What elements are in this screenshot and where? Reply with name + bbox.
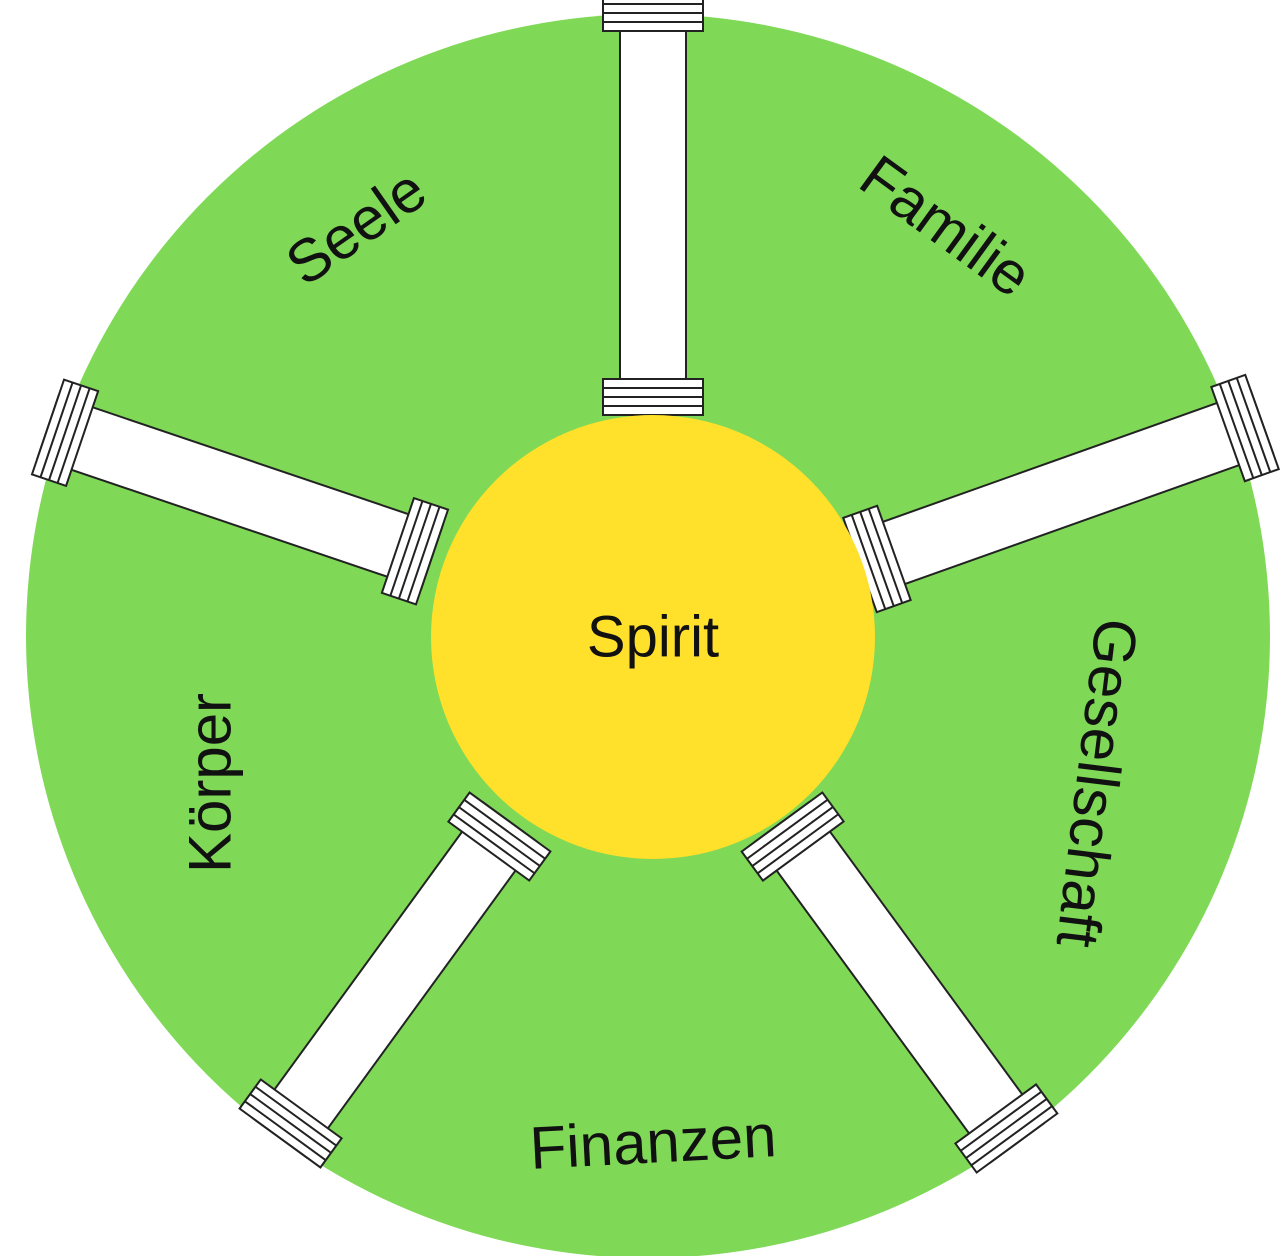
pillar-right — [841, 373, 1281, 614]
center-label: Spirit — [587, 605, 719, 670]
pillar-left — [30, 378, 450, 606]
pillars-group — [30, 0, 1281, 1174]
sector-label-finanzen: Finanzen — [528, 1102, 778, 1182]
pillar-bottom-left — [238, 791, 552, 1169]
center-circle — [431, 415, 875, 859]
pillar-bottom-right — [740, 791, 1059, 1174]
pillar-top — [602, 0, 704, 416]
sector-label-koerper: Körper — [177, 693, 244, 873]
